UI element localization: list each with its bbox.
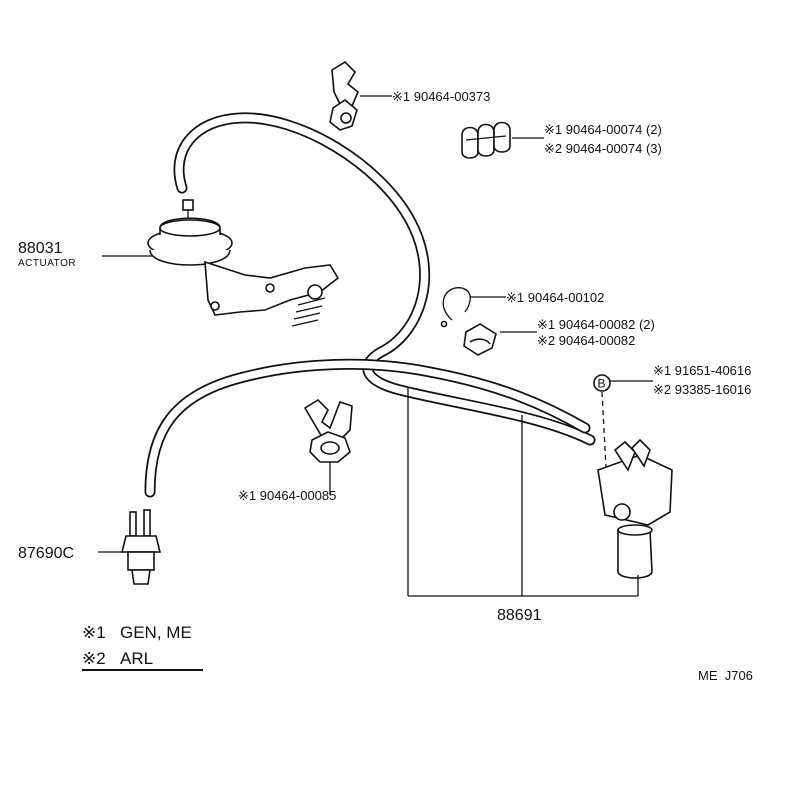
- ring-clip: [440, 287, 471, 328]
- legend-mark-1: ※1: [82, 623, 106, 642]
- clamp-lower: [303, 398, 353, 463]
- legend-mark-2: ※2: [82, 649, 106, 668]
- callout-clamp-double-1: ※1 90464-00074 (2): [544, 122, 662, 137]
- callout-clamp-top: ※1 90464-00373: [392, 89, 490, 104]
- clamp-double: [461, 121, 511, 159]
- legend: ※1 GEN, ME ※2 ARL: [82, 623, 203, 671]
- callout-hose-assy-no: 88691: [497, 607, 542, 624]
- footer-code: ME J706: [698, 668, 753, 683]
- callout-clip-mid-2: ※2 90464-00082: [537, 333, 635, 348]
- callout-switch-no: 87690C: [18, 545, 74, 562]
- callout-vsv-bolt-2: ※2 93385-16016: [653, 382, 751, 397]
- legend-text-1: GEN, ME: [120, 623, 192, 642]
- hose-lower: [144, 358, 591, 498]
- callout-clip-mid-1: ※1 90464-00082 (2): [537, 317, 655, 332]
- callout-vsv-bolt-1: ※1 91651-40616: [653, 363, 751, 378]
- clip-mid: [463, 323, 497, 356]
- callout-actuator-name: ACTUATOR: [18, 258, 76, 269]
- hose-assy-bracket: [407, 388, 639, 597]
- hose-long-upper: [173, 112, 596, 446]
- callout-actuator-no: 88031: [18, 240, 63, 257]
- callout-clamp-lower: ※1 90464-00085: [238, 488, 336, 503]
- callout-clamp-double-2: ※2 90464-00074 (3): [544, 141, 662, 156]
- callout-ring-clip: ※1 90464-00102: [506, 290, 604, 305]
- bolt-marker-label: B: [598, 377, 606, 391]
- legend-text-2: ARL: [120, 649, 153, 668]
- vacuum-switch: [120, 509, 162, 585]
- actuator: [147, 199, 340, 327]
- bolt-marker-circle: [593, 374, 611, 392]
- vacuum-switching-valve: [597, 438, 673, 579]
- clamp-top: [329, 60, 359, 131]
